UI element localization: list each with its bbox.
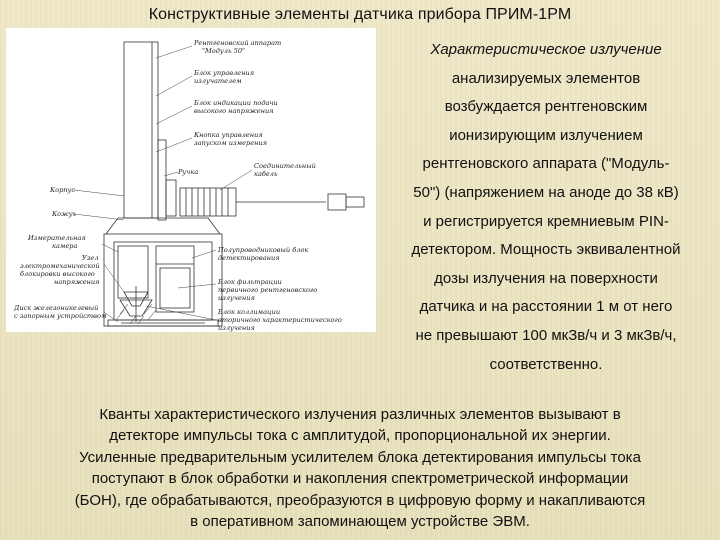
label-lock-2: электромеханической: [20, 262, 100, 270]
right-line: возбуждается рентгеновским: [444, 98, 648, 116]
label-chamber-2: камера: [52, 242, 77, 250]
label-emitter-control-block: Блок управления: [193, 69, 254, 77]
label-collimation-block: Блок коллимации: [217, 308, 280, 316]
sensor-diagram: Рентгеновский аппарат "Модуль 50" Блок у…: [6, 28, 376, 332]
label-collimation-block-2: вторичного характеристического: [218, 316, 342, 324]
label-collimation-block-3: излучения: [218, 324, 255, 332]
label-semiconductor-block: Полупроводниковый блок: [217, 246, 308, 254]
right-line: рентгеновского аппарата ("Модуль-: [422, 155, 670, 173]
right-line: Характеристическое излучение: [430, 41, 662, 58]
slide-title: Конструктивные элементы датчика прибора …: [148, 6, 572, 23]
label-lock-3: блокировки высокого: [20, 270, 95, 278]
right-line: ионизирующим излучением: [449, 126, 643, 144]
right-line: и регистрируется кремниевым PIN-: [423, 212, 669, 230]
cable-plug: [345, 196, 365, 208]
label-start-button: Кнопка управления: [193, 131, 263, 139]
label-lock-4: напряжения: [54, 278, 99, 286]
label-filter-block-3: излучения: [218, 294, 255, 302]
bottom-line: Усиленные предварительным усилителем бло…: [79, 448, 641, 466]
label-indication-block: Блок индикации подачи: [193, 99, 278, 107]
hatching: [115, 303, 157, 325]
right-line: дозы излучения на поверхности: [434, 269, 658, 287]
connector-fins: [185, 188, 229, 216]
label-disk: Диск железоникелевый: [13, 304, 98, 312]
right-line: соответственно.: [489, 355, 603, 373]
right-line: детектором. Мощность эквивалентной: [411, 241, 681, 259]
iron-nickel-disk: [107, 319, 219, 327]
label-filter-block: Блок фильтрации: [217, 278, 282, 286]
label-indication-block-2: высокого напряжения: [194, 107, 274, 115]
label-xray-apparatus: Рентгеновский аппарат: [193, 39, 281, 47]
bottom-line: в оперативном запоминающем устройстве ЭВ…: [190, 513, 530, 531]
label-cable-2: кабель: [254, 170, 278, 178]
label-start-button-2: запуском измерения: [194, 139, 267, 147]
bottom-line: (БОН), где обрабатываются, преобразуются…: [74, 491, 646, 509]
label-cable: Соединительный: [254, 162, 316, 170]
label-emitter-control-block-2: излучателем: [194, 77, 242, 85]
label-filter-block-2: первичного рентгеновского: [218, 286, 317, 294]
right-line: не превышают 100 мкЗв/ч и 3 мкЗв/ч,: [415, 326, 677, 344]
right-line: анализируемых элементов: [451, 69, 641, 87]
measurement-chamber: [117, 245, 149, 299]
xray-apparatus-body: [123, 41, 159, 219]
label-body: Корпус: [49, 186, 75, 194]
collimator-cone: [119, 299, 153, 317]
description-bottom: Кванты характеристического излучения раз…: [0, 404, 720, 532]
bottom-line: детекторе импульсы тока с амплитудой, пр…: [109, 427, 611, 445]
right-line: 50") (напряжением на аноде до 38 кВ): [413, 183, 679, 201]
detector-block: [155, 245, 195, 313]
label-handle: Ручка: [177, 168, 198, 176]
label-casing: Кожух: [51, 210, 76, 218]
label-disk-2: с запорным устройством: [14, 312, 107, 320]
bottom-line: поступают в блок обработки и накопления …: [91, 470, 629, 488]
label-xray-apparatus-model: "Модуль 50": [202, 47, 245, 55]
description-right: Характеристическое излучение анализируем…: [378, 36, 714, 379]
sensor-diagram-svg: Рентгеновский аппарат "Модуль 50" Блок у…: [13, 39, 365, 332]
label-chamber: Измерительная: [27, 234, 86, 242]
right-line: датчика и на расстоянии 1 м от него: [419, 298, 673, 316]
handle-shape: [157, 139, 167, 221]
label-lock: Узел: [82, 254, 98, 262]
bottom-line: Кванты характеристического излучения раз…: [99, 406, 621, 423]
label-semiconductor-block-2: детектирования: [218, 254, 280, 262]
leader-lines: [73, 45, 253, 323]
